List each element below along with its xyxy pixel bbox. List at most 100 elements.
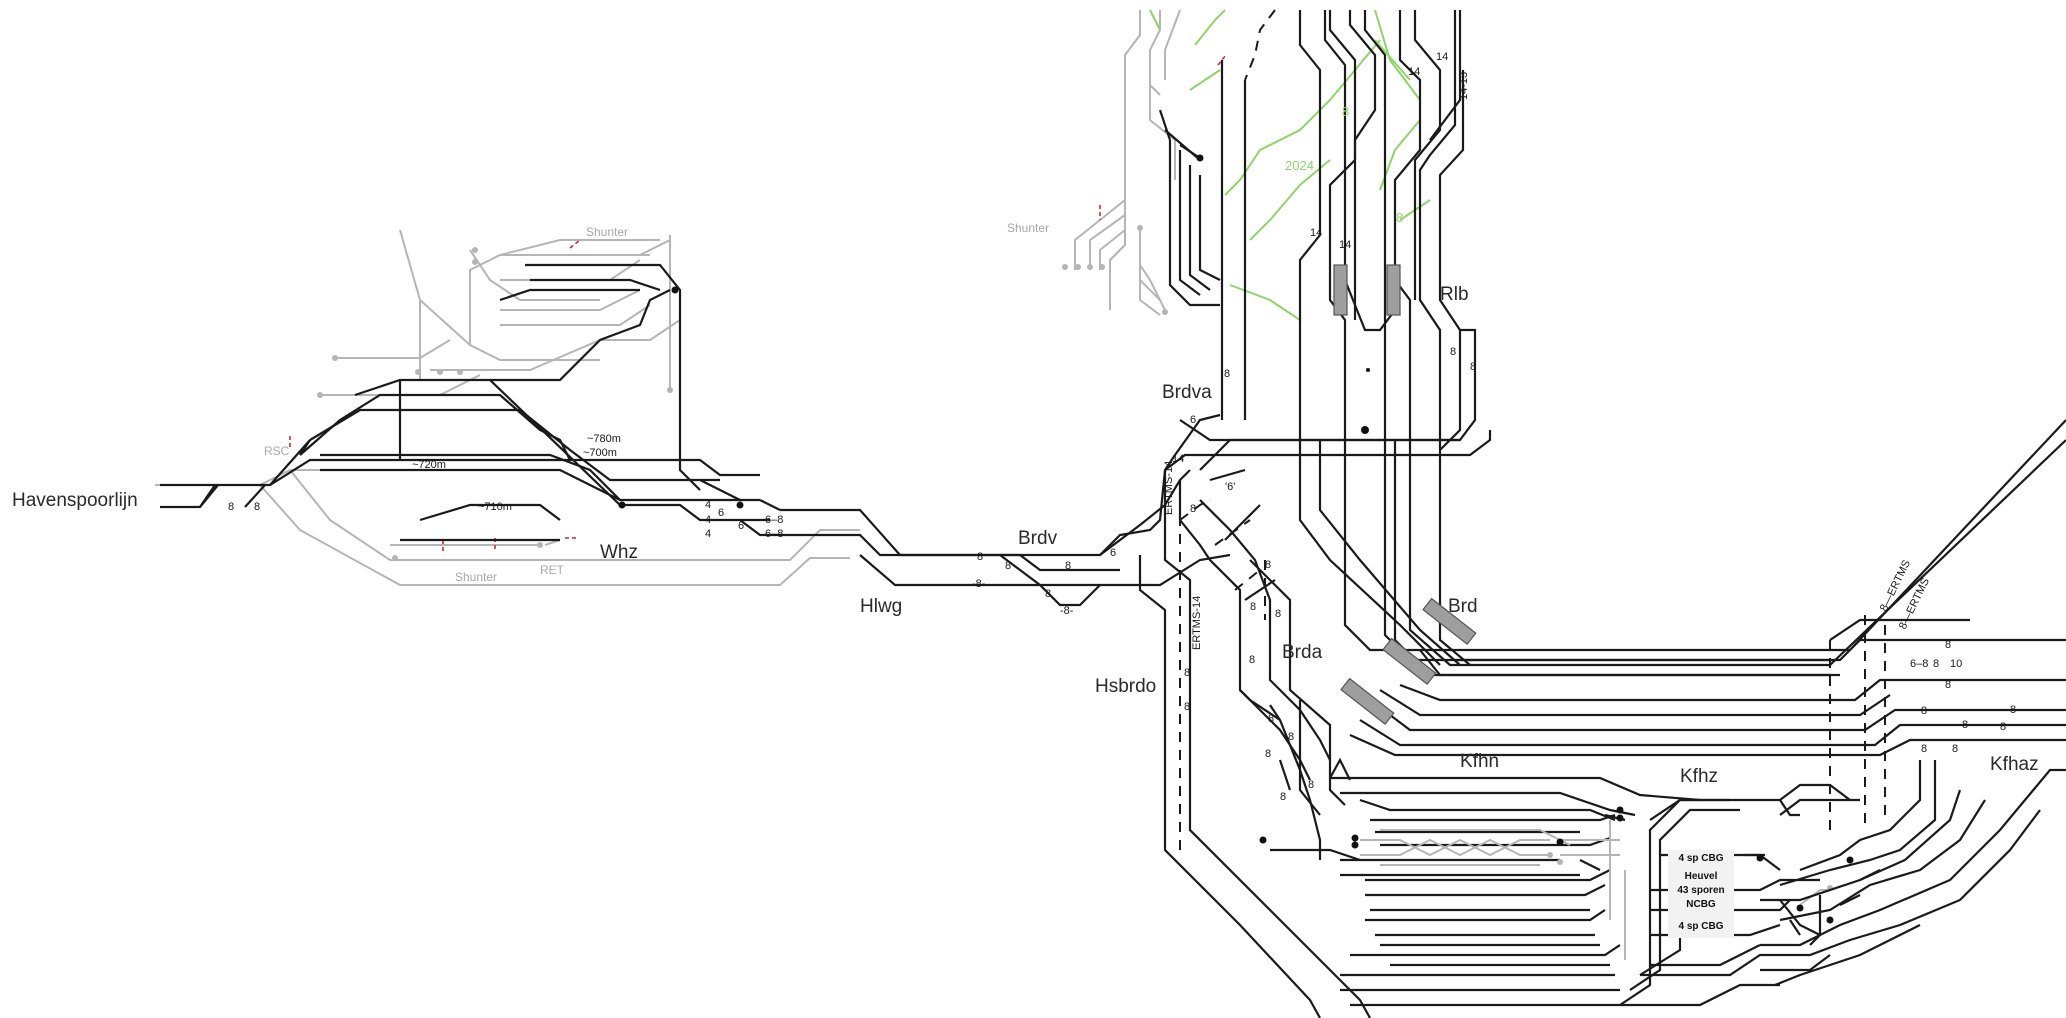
tn-rlb-14c: 14 bbox=[1436, 51, 1448, 63]
length-720: ~720m bbox=[412, 459, 446, 471]
station-brdva: Brdva bbox=[1162, 382, 1212, 403]
whz-main-dots bbox=[618, 286, 744, 509]
tn-kfhaz-8c: 8 bbox=[1945, 679, 1951, 691]
tn-brdv-8a: 8 bbox=[977, 551, 983, 563]
label-shunter-bottom: Shunter bbox=[455, 570, 497, 584]
tn-whz-4c: 4 bbox=[705, 528, 711, 540]
tn-brda-8c: 8 bbox=[1275, 608, 1281, 620]
tn-kfhaz-8h: 8 bbox=[1921, 743, 1927, 755]
tn-haven-8b: 8 bbox=[254, 501, 260, 513]
tn-whz-6b: 6 bbox=[738, 520, 744, 532]
platform-brd-a bbox=[1422, 597, 1477, 645]
tn-brdva-6: 6 bbox=[1190, 414, 1196, 426]
yard-box-line1: 4 sp CBG bbox=[1678, 853, 1723, 864]
tn-brdva-14: 14 bbox=[1172, 453, 1184, 465]
station-brdv: Brdv bbox=[1018, 528, 1058, 549]
yard-box-line4: NCBG bbox=[1686, 899, 1716, 910]
tn-kfhn-8e: 8 bbox=[1280, 791, 1286, 803]
tn-kfhn-8b: 8 bbox=[1288, 731, 1294, 743]
brd-kfhaz-tracks bbox=[1298, 419, 2066, 757]
tn-kfhn-8c: 8 bbox=[1265, 748, 1271, 760]
north-gray-dots bbox=[1062, 225, 1168, 315]
tn-kfhaz-8g: 8 bbox=[2000, 721, 2006, 733]
tn-brdv-8ring: -8- bbox=[1060, 605, 1074, 617]
gray-labels: Shunter Shunter Shunter RSC RET bbox=[264, 221, 1049, 584]
label-shunter-north: Shunter bbox=[1007, 221, 1049, 235]
tn-kfhaz-8a: 8 bbox=[1945, 639, 1951, 651]
station-labels: Havenspoorlijn Whz Hlwg Brdv Brdva Hsbrd… bbox=[12, 284, 2039, 787]
tn-brdv-8c: 8 bbox=[1045, 588, 1051, 600]
tn-rlb-8: 8 bbox=[1450, 346, 1456, 358]
ertms-hsbrdo: ERTMS-14 bbox=[1191, 596, 1203, 650]
tn-brdv-8d: 8 bbox=[1065, 560, 1071, 572]
kfhn-dots bbox=[1259, 806, 1833, 891]
label-rsc: RSC bbox=[264, 444, 290, 458]
label-year-2024: 2024 bbox=[1285, 158, 1314, 173]
label-new-eight-a: 8 bbox=[1342, 104, 1349, 119]
tn-kfhaz-8f: 8 bbox=[2010, 704, 2016, 716]
rlb-trunk-tracks bbox=[1158, 10, 1850, 677]
tn-kfhaz-8i: 8 bbox=[1952, 743, 1958, 755]
yard-box: 4 sp CBG Heuvel 43 sporen NCBG 4 sp CBG bbox=[1668, 850, 1734, 938]
yard-box-line5: 4 sp CBG bbox=[1678, 921, 1723, 932]
tn-brda-8d: 8 bbox=[1249, 654, 1255, 666]
platforms bbox=[1333, 264, 1477, 725]
rlb-dots bbox=[1196, 154, 1370, 434]
label-new-eight-b: 8 bbox=[1396, 210, 1403, 225]
length-710: ~710m bbox=[478, 501, 512, 513]
tn-kfhaz-10: 10 bbox=[1950, 658, 1962, 670]
new-labels: 2024 8 8 bbox=[1285, 104, 1403, 225]
tn-brda-8a: 8 bbox=[1265, 559, 1271, 571]
station-havenspoorlijn: Havenspoorlijn bbox=[12, 490, 138, 511]
tn-rlb-1413: 14-13 bbox=[1458, 72, 1470, 100]
tn-rlb-14b: 14 bbox=[1339, 239, 1351, 251]
north-gray-tracks bbox=[1074, 9, 1181, 316]
tn-whz-68b: 6–8 bbox=[765, 528, 783, 540]
platform-rlb-a bbox=[1333, 264, 1348, 316]
tn-whz-6a: 6 bbox=[718, 507, 724, 519]
yard-box-line3: 43 sporen bbox=[1677, 885, 1724, 896]
tn-whz-68a: 6–8 bbox=[765, 514, 783, 526]
kfhaz-dashed bbox=[1179, 480, 1886, 850]
north-red-mark bbox=[1217, 54, 1227, 66]
tn-brda-8b: 8 bbox=[1250, 601, 1256, 613]
tn-rlb-14d: 14 bbox=[1408, 66, 1420, 78]
yard-box-bg bbox=[1668, 850, 1734, 938]
station-whz: Whz bbox=[600, 542, 638, 563]
tn-kfhaz-8d: 8 bbox=[1921, 705, 1927, 717]
ertms-brdva: ERTMS-14 bbox=[1163, 461, 1175, 515]
havenspoorlijn-tracks bbox=[160, 263, 781, 542]
tn-hsbrdo-8a: 8 bbox=[1184, 667, 1190, 679]
tn-brdva-8b: 8 bbox=[1190, 503, 1196, 515]
length-labels: ~780m ~700m ~720m ~710m bbox=[412, 433, 621, 513]
tn-whz-4b: 4 bbox=[705, 514, 711, 526]
label-ret: RET bbox=[540, 563, 565, 577]
kfhn-yard-tracks bbox=[1270, 757, 1740, 1007]
tn-kfhaz-68: 6–8 bbox=[1910, 658, 1928, 670]
platform-rlb-b bbox=[1386, 264, 1401, 316]
tn-kfhn-8d: 8 bbox=[1308, 779, 1314, 791]
station-brda: Brda bbox=[1282, 642, 1323, 663]
platform-brd-b bbox=[1382, 637, 1437, 685]
yard-box-line2: Heuvel bbox=[1685, 871, 1718, 882]
station-kfhz: Kfhz bbox=[1680, 766, 1718, 787]
tn-rlb-14a: 14 bbox=[1310, 227, 1322, 239]
ertms-labels: ERTMS-14 ERTMS-14 8—ERTMS 8—ERTMS bbox=[1163, 461, 1932, 650]
tn-hsbrdo-8b: 8 bbox=[1184, 701, 1190, 713]
tn-rlb-8ring: 8 bbox=[1470, 361, 1476, 373]
tn-brdv-6: 6 bbox=[1110, 547, 1116, 559]
platform-brd-c bbox=[1340, 677, 1395, 725]
station-kfhn: Kfhn bbox=[1460, 751, 1499, 772]
tn-brdv-8dash: -8- bbox=[972, 578, 986, 590]
tn-kfhaz-8e: 8 bbox=[1962, 719, 1968, 731]
hlwg-tracks bbox=[780, 413, 1231, 607]
station-brd: Brd bbox=[1448, 596, 1478, 617]
kfhz-dots bbox=[1756, 854, 1854, 924]
tn-kfhaz-8b: 8 bbox=[1933, 658, 1939, 670]
station-hlwg: Hlwg bbox=[860, 596, 902, 617]
tn-brdva-8: 8 bbox=[1224, 368, 1230, 380]
tn-brdva-6q: '6' bbox=[1225, 481, 1235, 493]
whz-gray-dots bbox=[317, 247, 673, 561]
tn-whz-4a: 4 bbox=[705, 499, 711, 511]
